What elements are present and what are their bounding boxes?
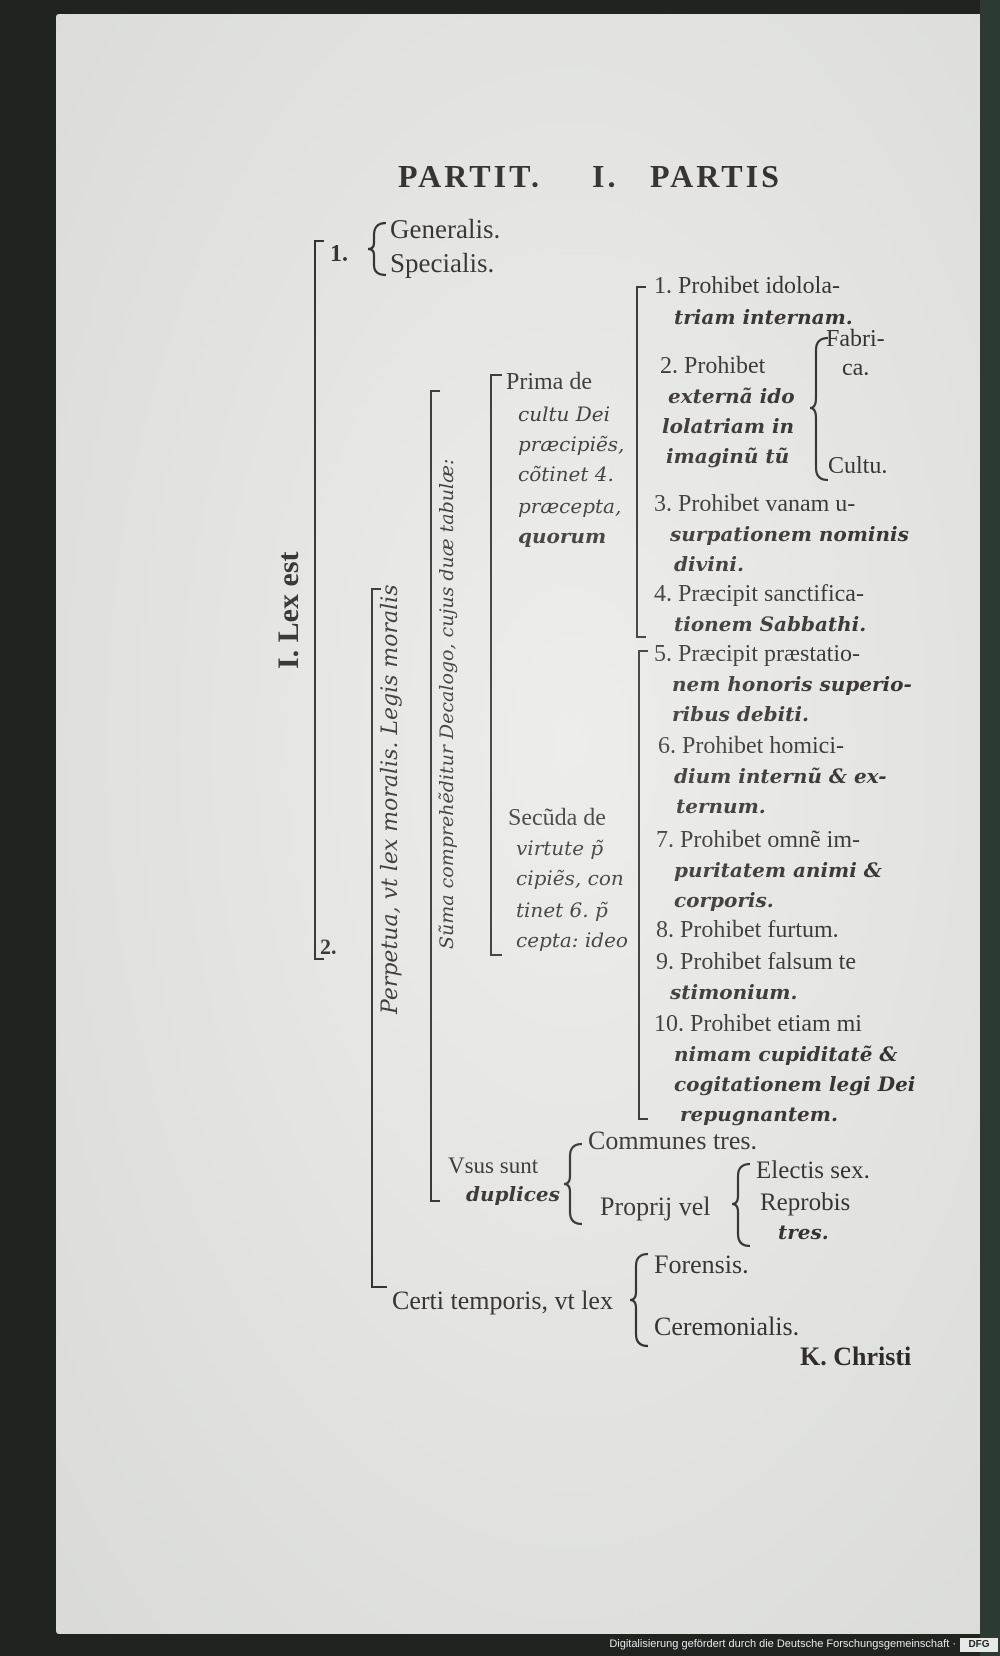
suma-label: Sũma comprehẽditur Decalogo, cujus duæ t… xyxy=(436,458,458,949)
cmd-7-line-1: 7. Prohibet omnẽ im- xyxy=(656,827,860,853)
fabrica-line-2: ca. xyxy=(842,355,870,381)
prima-line-1: Prima de xyxy=(506,369,592,395)
cmd-7-line-2: puritatem animi & xyxy=(674,858,882,882)
suma-bracket-top xyxy=(430,390,440,392)
cultu: Cultu. xyxy=(828,453,888,479)
cmd-5-line-1: 5. Præcipit præstatio- xyxy=(654,641,860,667)
catchword: K. Christi xyxy=(800,1342,912,1371)
running-header-left: PARTIT. xyxy=(398,158,543,194)
book-page: PARTIT. I. PARTIS I. Lex est 1. Generali… xyxy=(56,14,990,1634)
digitization-credit: Digitalisierung gefördert durch die Deut… xyxy=(609,1638,956,1650)
secunda-line-2: virtute p̃ xyxy=(516,836,604,860)
item-2-number: 2. xyxy=(320,934,337,959)
cmd-5-line-2: nem honoris superio- xyxy=(672,672,912,696)
main-bracket-top xyxy=(314,240,324,242)
certi-temporis: Certi temporis, vt lex xyxy=(392,1286,613,1315)
cmd-6-line-1: 6. Prohibet homici- xyxy=(658,733,844,759)
cmd-9-line-1: 9. Prohibet falsum te xyxy=(656,949,856,975)
prima-line-6: quorum xyxy=(518,524,607,548)
cmd-1-line-2: triam internam. xyxy=(674,305,853,329)
cmd-2-line-2: externã ido xyxy=(668,384,795,408)
usus-line-1: Vsus sunt xyxy=(448,1153,539,1178)
cmd-9-line-2: stimonium. xyxy=(670,980,798,1004)
tabula-bracket xyxy=(490,374,492,956)
brace-certi xyxy=(629,1252,649,1348)
secunda-line-4: tinet 6. p̃ xyxy=(516,898,608,922)
table2-bracket-bottom xyxy=(638,1118,648,1120)
lex-est-label: I. Lex est xyxy=(272,551,305,669)
secunda-line-1: Secũda de xyxy=(508,805,606,831)
prima-line-3: præcipiẽs, xyxy=(518,432,625,456)
prima-line-2: cultu Dei xyxy=(518,402,611,426)
cmd-2-line-1: 2. Prohibet xyxy=(660,353,766,379)
proprij: Proprij vel xyxy=(600,1192,711,1221)
table1-bracket-bottom xyxy=(636,636,646,638)
cmd-3-line-1: 3. Prohibet vanam u- xyxy=(654,491,856,517)
cmd-6-line-2: dium internũ & ex- xyxy=(674,764,887,788)
cmd-10-line-2: nimam cupiditatẽ & xyxy=(674,1042,898,1066)
cmd-6-line-3: ternum. xyxy=(676,794,766,818)
cmd-10-line-1: 10. Prohibet etiam mi xyxy=(654,1011,862,1037)
prima-line-4: cõtinet 4. xyxy=(518,462,614,486)
brace-1 xyxy=(367,221,387,277)
perpetua-bracket-bottom xyxy=(371,1286,387,1288)
cmd-2-line-3: lolatriam in xyxy=(662,414,795,438)
tres: tres. xyxy=(778,1220,829,1244)
perpetua-bracket-top xyxy=(371,588,381,590)
table1-bracket xyxy=(636,286,638,638)
table2-bracket xyxy=(638,650,640,1120)
brace-proprij xyxy=(731,1162,751,1248)
running-header-right: PARTIS xyxy=(650,158,782,194)
main-bracket-bottom xyxy=(314,958,324,960)
item-1-number: 1. xyxy=(330,241,348,267)
table1-bracket-top xyxy=(636,286,646,288)
ceremonialis: Ceremonialis. xyxy=(654,1312,800,1341)
dfg-logo: DFG xyxy=(960,1638,998,1652)
usus-line-2: duplices xyxy=(466,1182,560,1206)
main-bracket xyxy=(314,240,316,960)
cmd-2-line-4: imaginũ tũ xyxy=(666,444,790,468)
running-header-middle: I. xyxy=(592,158,619,194)
reprobis: Reprobis xyxy=(760,1189,851,1216)
cmd-3-line-2: surpationem nominis xyxy=(670,522,909,546)
cmd-7-line-3: corporis. xyxy=(674,888,774,912)
generalis: Generalis. xyxy=(390,214,501,244)
brace-cmd-2 xyxy=(809,336,829,482)
secunda-line-5: cepta: ideo xyxy=(516,928,628,952)
suma-bracket-bottom xyxy=(430,1200,440,1202)
cmd-3-line-3: divini. xyxy=(674,552,744,576)
electis: Electis sex. xyxy=(756,1157,870,1184)
table2-bracket-top xyxy=(638,650,648,652)
suma-bracket xyxy=(430,390,432,1202)
perpetua-bracket xyxy=(371,588,373,1288)
perpetua-label: Perpetua, vt lex moralis. Legis moralis xyxy=(378,584,403,1014)
cmd-4-line-1: 4. Præcipit sanctifica- xyxy=(654,581,864,607)
cmd-10-line-4: repugnantem. xyxy=(680,1102,838,1126)
communes: Communes tres. xyxy=(588,1126,757,1155)
cmd-5-line-3: ribus debiti. xyxy=(672,702,809,726)
cmd-4-line-2: tionem Sabbathi. xyxy=(674,612,867,636)
scan-edge xyxy=(980,0,1000,1656)
cmd-8: 8. Prohibet furtum. xyxy=(656,917,839,943)
forensis: Forensis. xyxy=(654,1250,749,1279)
cmd-10-line-3: cogitationem legi Dei xyxy=(674,1072,916,1096)
brace-usus xyxy=(563,1142,583,1226)
secunda-line-3: cipiẽs, con xyxy=(516,866,624,890)
cmd-1-line-1: 1. Prohibet idolola- xyxy=(654,273,840,299)
tabula-bracket-top xyxy=(490,374,502,376)
prima-line-5: præcepta, xyxy=(518,494,622,518)
specialis: Specialis. xyxy=(390,248,495,278)
tabula-bracket-bottom xyxy=(490,954,502,956)
fabrica-line-1: Fabri- xyxy=(826,326,885,352)
